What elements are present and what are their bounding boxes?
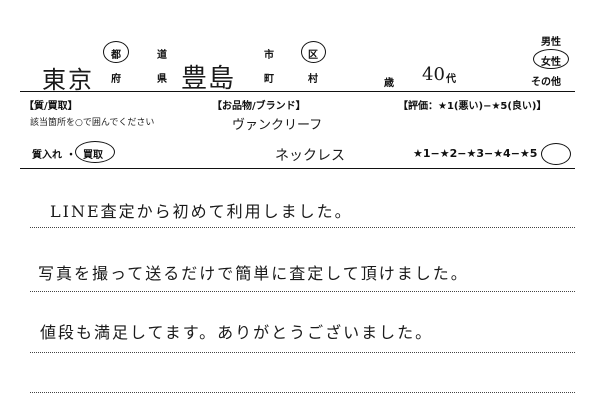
label-age: 歳 — [384, 78, 394, 89]
divider-line — [20, 168, 575, 169]
city-handwritten: 豊島 — [181, 64, 236, 94]
age-handwritten: 40 — [422, 64, 445, 85]
circle-mark — [75, 141, 115, 163]
label-shi: 市 — [264, 50, 274, 61]
header-rating: 【評価：★1(悪い)−★5(良い)】 — [398, 101, 547, 112]
label-fu: 府 — [111, 74, 121, 85]
item-handwritten: ネックレス — [275, 148, 345, 164]
comment-line-3: 値段も満足してます。ありがとうございました。 — [40, 323, 434, 342]
gender-male: 男性 — [541, 37, 561, 48]
divider-line — [20, 91, 575, 92]
circle-mark — [533, 49, 569, 69]
circle-mark — [541, 143, 571, 165]
dotted-guide-line — [30, 227, 575, 228]
label-ku: 区 — [308, 50, 318, 61]
label-machi: 町 — [264, 74, 274, 85]
label-ken: 県 — [157, 74, 167, 85]
label-dai: 代 — [446, 74, 456, 85]
dotted-guide-line — [30, 392, 575, 393]
comment-line-1: LINE査定から初めて利用しました。 — [50, 202, 353, 221]
dotted-guide-line — [30, 291, 575, 292]
header-type: 【質/買取】 — [24, 101, 78, 112]
dotted-guide-line — [30, 352, 575, 353]
service-pawn: 質入れ — [32, 150, 62, 161]
brand-handwritten: ヴァンクリーフ — [232, 118, 323, 133]
label-mura: 村 — [308, 74, 318, 85]
service-separator: ・ — [66, 150, 76, 161]
instruction-text: 該当箇所を○で囲んでください — [30, 118, 155, 128]
gender-other: その他 — [531, 77, 561, 88]
circle-mark — [103, 41, 129, 63]
label-to: 都 — [111, 50, 121, 61]
circle-mark — [301, 41, 326, 63]
prefecture-handwritten: 東京 — [42, 66, 94, 94]
header-item: 【お品物/ブランド】 — [212, 101, 306, 112]
comment-line-2: 写真を撮って送るだけで簡単に査定して頂けました。 — [38, 264, 469, 283]
service-buy: 買取 — [83, 150, 103, 161]
label-do: 道 — [157, 50, 167, 61]
gender-female: 女性 — [541, 57, 561, 68]
rating-scale: ★1−★2−★3−★4−★5 — [413, 147, 538, 160]
